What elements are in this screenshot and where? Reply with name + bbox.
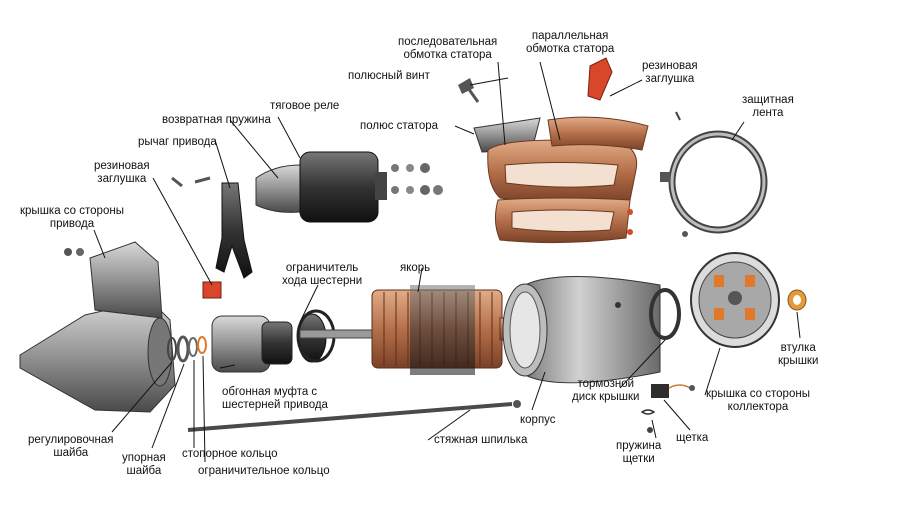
protective-band	[660, 130, 768, 237]
label-brush-spring: пружина щетки	[616, 440, 662, 465]
traction-relay	[255, 151, 443, 223]
label-drive-side-cover: крышка со стороны привода	[20, 205, 124, 230]
label-adjusting-washer: регулировочная шайба	[28, 434, 114, 459]
label-pole-screw: полюсный винт	[348, 70, 430, 82]
drive-side-cover	[19, 241, 176, 413]
label-series-winding: последовательная обмотка статора	[398, 36, 498, 61]
label-collector-side-cover: крышка со стороны коллектора	[706, 388, 810, 413]
brush-assembly	[640, 384, 695, 433]
label-housing: корпус	[520, 414, 556, 426]
label-cover-bushing: втулка крышки	[778, 342, 819, 367]
label-limit-ring: ограничительное кольцо	[198, 465, 330, 477]
label-traction-relay: тяговое реле	[270, 100, 340, 112]
label-drive-lever: рычаг привода	[138, 136, 217, 148]
label-armature: якорь	[400, 262, 431, 274]
label-gear-travel-limiter: ограничитель хода шестерни	[282, 262, 363, 287]
rubber-plug-top	[587, 57, 681, 121]
label-brake-disc: тормозной диск крышки	[572, 378, 640, 403]
label-retaining-ring: стопорное кольцо	[182, 448, 278, 460]
label-rubber-plug-left: резиновая заглушка	[94, 160, 150, 185]
label-brush: щетка	[676, 432, 709, 444]
washers-group	[167, 335, 207, 363]
housing	[502, 276, 661, 384]
leader-lines	[93, 61, 801, 463]
label-stator-pole: полюс статора	[360, 120, 439, 132]
cover-bushing	[787, 289, 807, 311]
pole-screw	[458, 78, 480, 103]
collector-side-cover	[690, 252, 780, 348]
label-protective-band: защитная лента	[742, 94, 794, 119]
label-parallel-winding: параллельная обмотка статора	[526, 30, 615, 55]
overrunning-clutch	[211, 309, 336, 373]
label-return-spring: возвратная пружина	[162, 114, 271, 126]
label-rubber-plug-top: резиновая заглушка	[642, 60, 698, 85]
brake-disc	[649, 288, 681, 340]
armature	[299, 285, 571, 375]
label-overrunning-clutch: обгонная муфта с шестерней привода	[222, 386, 328, 411]
tie-rod	[187, 400, 521, 432]
label-tie-rod: стяжная шпилька	[434, 434, 528, 446]
stator-windings	[487, 116, 649, 244]
drive-lever	[171, 176, 253, 299]
label-thrust-washer: упорная шайба	[122, 452, 166, 477]
